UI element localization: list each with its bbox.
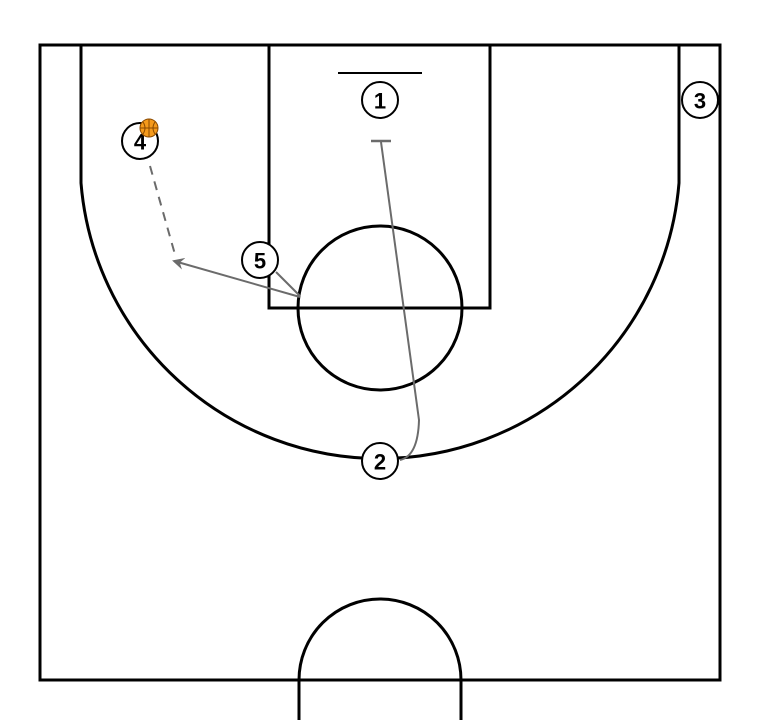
screen-path-player-5 [275, 271, 301, 297]
paint-lane [267, 43, 492, 310]
players: 1 2 3 4 5 [121, 81, 719, 480]
player-2-label: 2 [374, 450, 386, 475]
player-1-label: 1 [374, 89, 386, 114]
player-3[interactable]: 3 [681, 81, 719, 119]
player-2[interactable]: 2 [361, 442, 399, 480]
cut-path-player-2 [380, 141, 421, 461]
cut-arrow [172, 257, 301, 298]
basketball-icon [139, 118, 159, 138]
player-5[interactable]: 5 [241, 241, 279, 279]
center-circle [297, 597, 463, 720]
pass-line-player-4 [149, 165, 177, 259]
player-1[interactable]: 1 [361, 81, 399, 119]
free-throw-circle [296, 224, 464, 392]
play-actions [149, 139, 421, 461]
player-3-label: 3 [694, 89, 706, 114]
player-5-label: 5 [254, 249, 266, 274]
